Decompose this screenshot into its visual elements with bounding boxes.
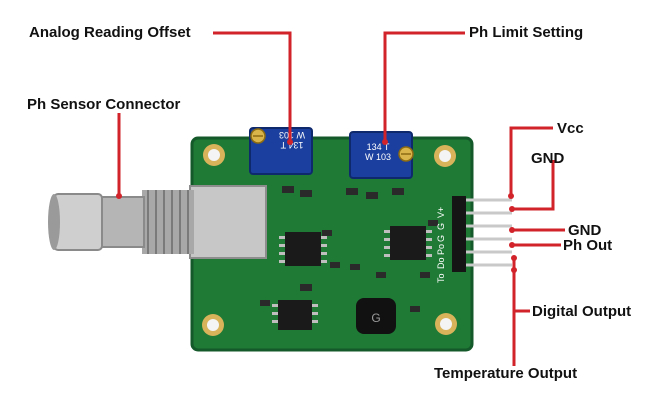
leader-ph-limit bbox=[383, 31, 465, 142]
leader-digital-output bbox=[512, 258, 530, 313]
label-ph-sensor-connector: Ph Sensor Connector bbox=[27, 96, 181, 113]
label-temperature-output: Temperature Output bbox=[434, 365, 578, 382]
leader-gnd-top bbox=[512, 160, 555, 211]
mounting-hole bbox=[203, 144, 225, 166]
pot-marking: 134 T bbox=[280, 140, 303, 150]
header-pins: To Do Po G G V+ bbox=[436, 196, 512, 283]
pin-label: To bbox=[436, 273, 446, 283]
label-gnd-top: GND bbox=[531, 150, 565, 167]
chip-marking: G bbox=[371, 311, 380, 325]
temperature-sensor: G bbox=[356, 298, 396, 334]
label-gnd-mid: GND bbox=[568, 222, 602, 239]
pin-label: V+ bbox=[436, 207, 446, 218]
pot-marking: W 103 bbox=[365, 152, 391, 162]
pot-marking: W 103 bbox=[279, 130, 305, 140]
mounting-hole bbox=[435, 313, 457, 335]
label-ph-limit-setting: Ph Limit Setting bbox=[469, 24, 584, 41]
pin-label: Do bbox=[436, 257, 446, 269]
label-analog-reading-offset: Analog Reading Offset bbox=[29, 24, 191, 41]
analog-offset-potentiometer: 134 T W 103 bbox=[249, 127, 313, 175]
label-ph-out: Ph Out bbox=[563, 237, 613, 254]
opamp-chip bbox=[279, 232, 327, 266]
label-vcc: Vcc bbox=[557, 120, 584, 137]
leader-lines bbox=[117, 31, 565, 366]
pot-marking: 134 T bbox=[367, 142, 390, 152]
pin-label: Po bbox=[436, 244, 446, 255]
label-digital-output: Digital Output bbox=[532, 303, 632, 320]
opamp-chip bbox=[272, 300, 318, 330]
opamp-chip bbox=[384, 226, 432, 260]
mounting-hole bbox=[202, 314, 224, 336]
pin-label: G bbox=[436, 235, 446, 242]
mounting-hole bbox=[434, 145, 456, 167]
bnc-connector bbox=[48, 185, 267, 259]
leader-vcc bbox=[509, 126, 553, 196]
leader-analog-offset bbox=[213, 31, 292, 142]
pin-label: G bbox=[436, 223, 446, 230]
ph-limit-potentiometer: 134 T W 103 bbox=[349, 131, 414, 179]
